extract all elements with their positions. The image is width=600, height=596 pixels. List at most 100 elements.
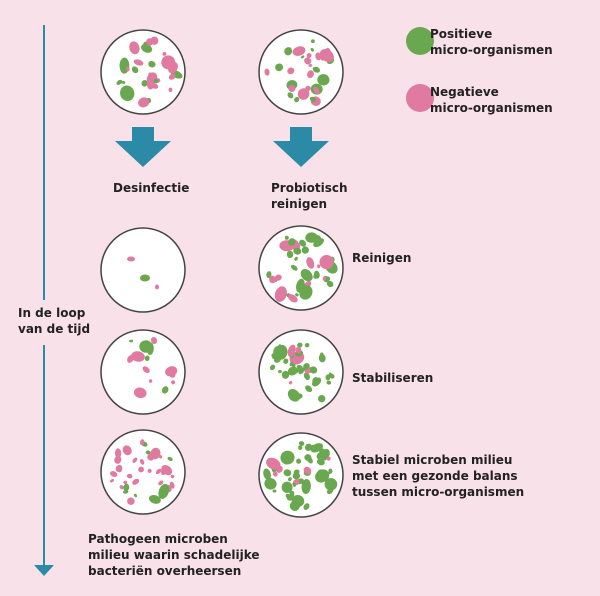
dish-stabiel — [258, 432, 344, 518]
dish-initial-right-rim — [258, 29, 344, 115]
positive-microbe — [272, 489, 277, 493]
negative-microbe — [170, 474, 175, 479]
negative-microbe — [150, 336, 158, 345]
positive-microbe — [140, 274, 150, 282]
positive-microbe — [287, 92, 294, 99]
dish-after-disinfection-rim — [100, 227, 186, 313]
negative-microbe — [307, 70, 314, 79]
positive-microbe — [278, 369, 282, 374]
timeline-arrowhead — [34, 565, 54, 576]
positive-microbe — [311, 39, 315, 44]
dish-pathogen-dominant — [100, 429, 186, 515]
positive-microbe — [283, 469, 292, 477]
negative-microbe — [165, 366, 178, 377]
positive-microbe — [315, 469, 330, 483]
negative-microbe — [168, 87, 173, 92]
positive-microbe — [161, 386, 169, 394]
positive-microbe — [298, 445, 303, 450]
positive-microbe — [297, 342, 303, 348]
positive-microbe — [310, 443, 323, 453]
positive-microbe — [284, 235, 289, 240]
timeline-arrow — [34, 25, 54, 576]
positive-microbe — [318, 395, 326, 403]
positive-microbe — [313, 274, 319, 279]
legend-dots — [406, 27, 434, 112]
positive-microbe — [292, 482, 296, 487]
negative-microbe — [131, 351, 145, 362]
negative-microbe — [127, 256, 135, 262]
stage-stabiel-label: Stabiel microben milieu met een gezonde … — [352, 453, 525, 499]
negative-microbe — [146, 73, 157, 90]
process-arrows — [115, 127, 329, 167]
positive-microbe — [275, 63, 284, 72]
negative-microbe — [114, 456, 122, 464]
negative-microbe — [148, 72, 153, 76]
positive-microbe — [129, 339, 134, 343]
positive-microbe — [290, 264, 298, 271]
positive-microbe — [295, 293, 299, 297]
legend-positive-label: Positieve micro-organismen — [430, 27, 553, 57]
negative-microbe — [319, 48, 334, 63]
positive-microbe — [291, 495, 305, 507]
legend-negative-dot — [406, 84, 434, 112]
stage-reinigen-label: Reinigen — [352, 251, 412, 265]
positive-microbe — [288, 238, 296, 246]
negative-microbe — [155, 468, 162, 475]
positive-microbe — [310, 47, 314, 52]
dish-initial-left — [100, 29, 186, 115]
negative-microbe — [127, 497, 135, 505]
dish-initial-right — [258, 29, 344, 115]
positive-microbe — [271, 353, 277, 360]
positive-microbe — [288, 477, 292, 482]
negative-microbe — [306, 53, 312, 59]
positive-microbe — [309, 96, 317, 102]
negative-microbe — [287, 344, 296, 357]
positive-microbe — [275, 344, 288, 360]
negative-microbe — [315, 52, 322, 61]
dish-reinigen — [258, 225, 344, 311]
legend-negative-label: Negatieve micro-organismen — [430, 85, 553, 115]
positive-microbe — [269, 364, 276, 371]
negative-microbe — [297, 88, 310, 100]
positive-microbe — [286, 495, 293, 501]
negative-microbe — [158, 480, 164, 486]
positive-microbe — [284, 47, 293, 56]
arrow-down-disinfection — [115, 127, 171, 167]
positive-microbe — [133, 493, 138, 498]
dish-regrowth-left — [100, 329, 186, 415]
negative-microbe — [288, 381, 293, 385]
positive-microbe — [318, 354, 326, 363]
positive-microbe — [167, 456, 173, 461]
positive-microbe — [328, 373, 335, 379]
positive-microbe — [301, 479, 311, 494]
positive-microbe — [141, 80, 148, 87]
negative-microbe — [326, 456, 331, 461]
negative-microbe — [122, 445, 132, 456]
negative-microbe — [168, 73, 176, 80]
positive-microbe — [296, 278, 305, 293]
positive-microbe — [309, 366, 318, 374]
positive-microbe — [145, 450, 151, 455]
negative-microbe — [171, 380, 176, 385]
positive-microbe — [296, 458, 302, 464]
positive-microbe — [303, 363, 310, 370]
negative-microbe — [138, 97, 150, 108]
negative-microbe — [304, 57, 312, 65]
positive-microbe — [312, 66, 321, 73]
positive-microbe — [306, 456, 313, 464]
negative-microbe — [119, 485, 124, 490]
petri-dishes — [100, 29, 344, 518]
negative-microbe — [139, 439, 145, 446]
negative-microbe — [129, 41, 140, 55]
positive-microbe — [158, 483, 170, 499]
negative-microbe — [292, 46, 306, 56]
positive-microbe — [304, 342, 310, 348]
negative-microbe — [313, 86, 320, 95]
positive-microbe — [300, 55, 305, 59]
dish-after-disinfection — [100, 227, 186, 313]
probiotic-heading: Probiotisch reinigen — [271, 181, 348, 211]
negative-microbe — [139, 459, 145, 465]
negative-microbe — [138, 466, 144, 473]
negative-microbe — [287, 67, 295, 75]
stage-stabiliseren-label: Stabiliseren — [352, 371, 434, 385]
